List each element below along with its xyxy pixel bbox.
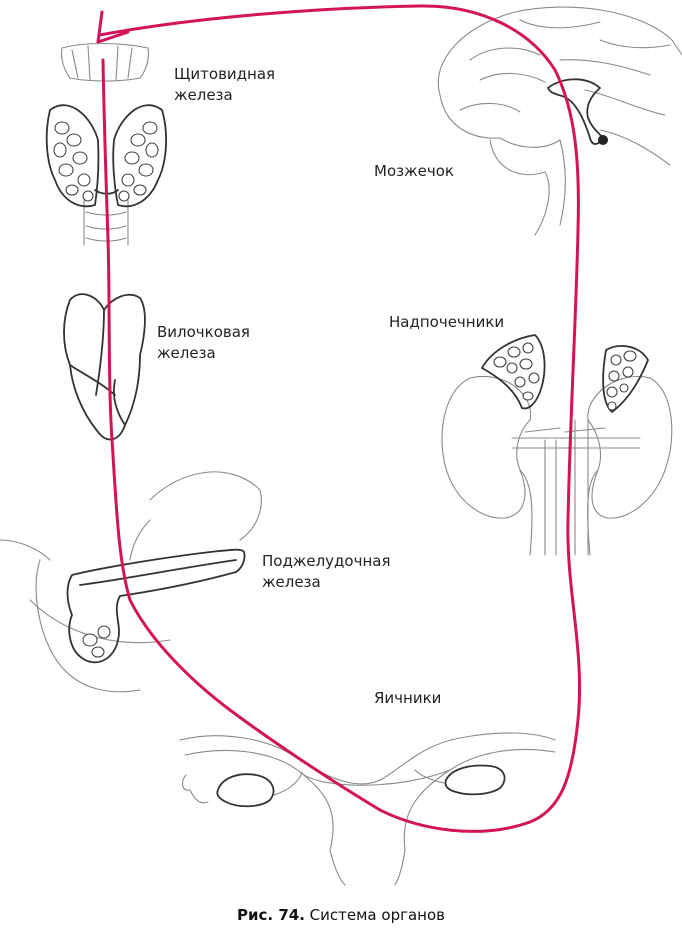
- label-cerebellum: Мозжечок: [374, 161, 454, 182]
- thyroid-illustration: [45, 42, 167, 246]
- label-adrenal-text: Надпочечники: [389, 313, 505, 331]
- label-ovaries-text: Яичники: [374, 689, 442, 707]
- label-pancreas-line2: железа: [262, 573, 321, 591]
- label-pancreas-line1: Поджелудочная: [262, 552, 391, 570]
- figure-number: Рис. 74.: [237, 906, 305, 924]
- figure-caption-text: Система органов: [304, 906, 445, 924]
- kidneys-illustration: [441, 376, 673, 556]
- adrenal-glands-illustration: [481, 334, 649, 413]
- pancreas-illustration: [0, 471, 262, 693]
- arrowhead-icon: [96, 10, 130, 44]
- pathway-line: [98, 4, 582, 833]
- uterus-ovaries-illustration: [179, 732, 556, 886]
- adrenal-cells: [493, 342, 637, 411]
- label-thymus-line1: Вилочковая: [157, 323, 250, 341]
- label-thyroid-line1: Щитовидная: [174, 65, 276, 83]
- label-thymus: Вилочковая железа: [157, 322, 250, 364]
- label-thyroid: Щитовидная железа: [174, 64, 275, 106]
- figure-caption: Рис. 74. Система органов: [0, 905, 682, 925]
- brain-illustration: [437, 6, 682, 236]
- label-ovaries: Яичники: [374, 688, 441, 709]
- thymus-illustration: [63, 293, 146, 441]
- label-cerebellum-text: Мозжечок: [374, 162, 454, 180]
- label-thymus-line2: железа: [157, 344, 216, 362]
- label-thyroid-line2: железа: [174, 86, 233, 104]
- hormone-pathway: [96, 4, 582, 833]
- label-pancreas: Поджелудочная железа: [262, 551, 390, 593]
- thyroid-cells: [53, 121, 159, 202]
- label-adrenal-glands: Надпочечники: [389, 312, 504, 333]
